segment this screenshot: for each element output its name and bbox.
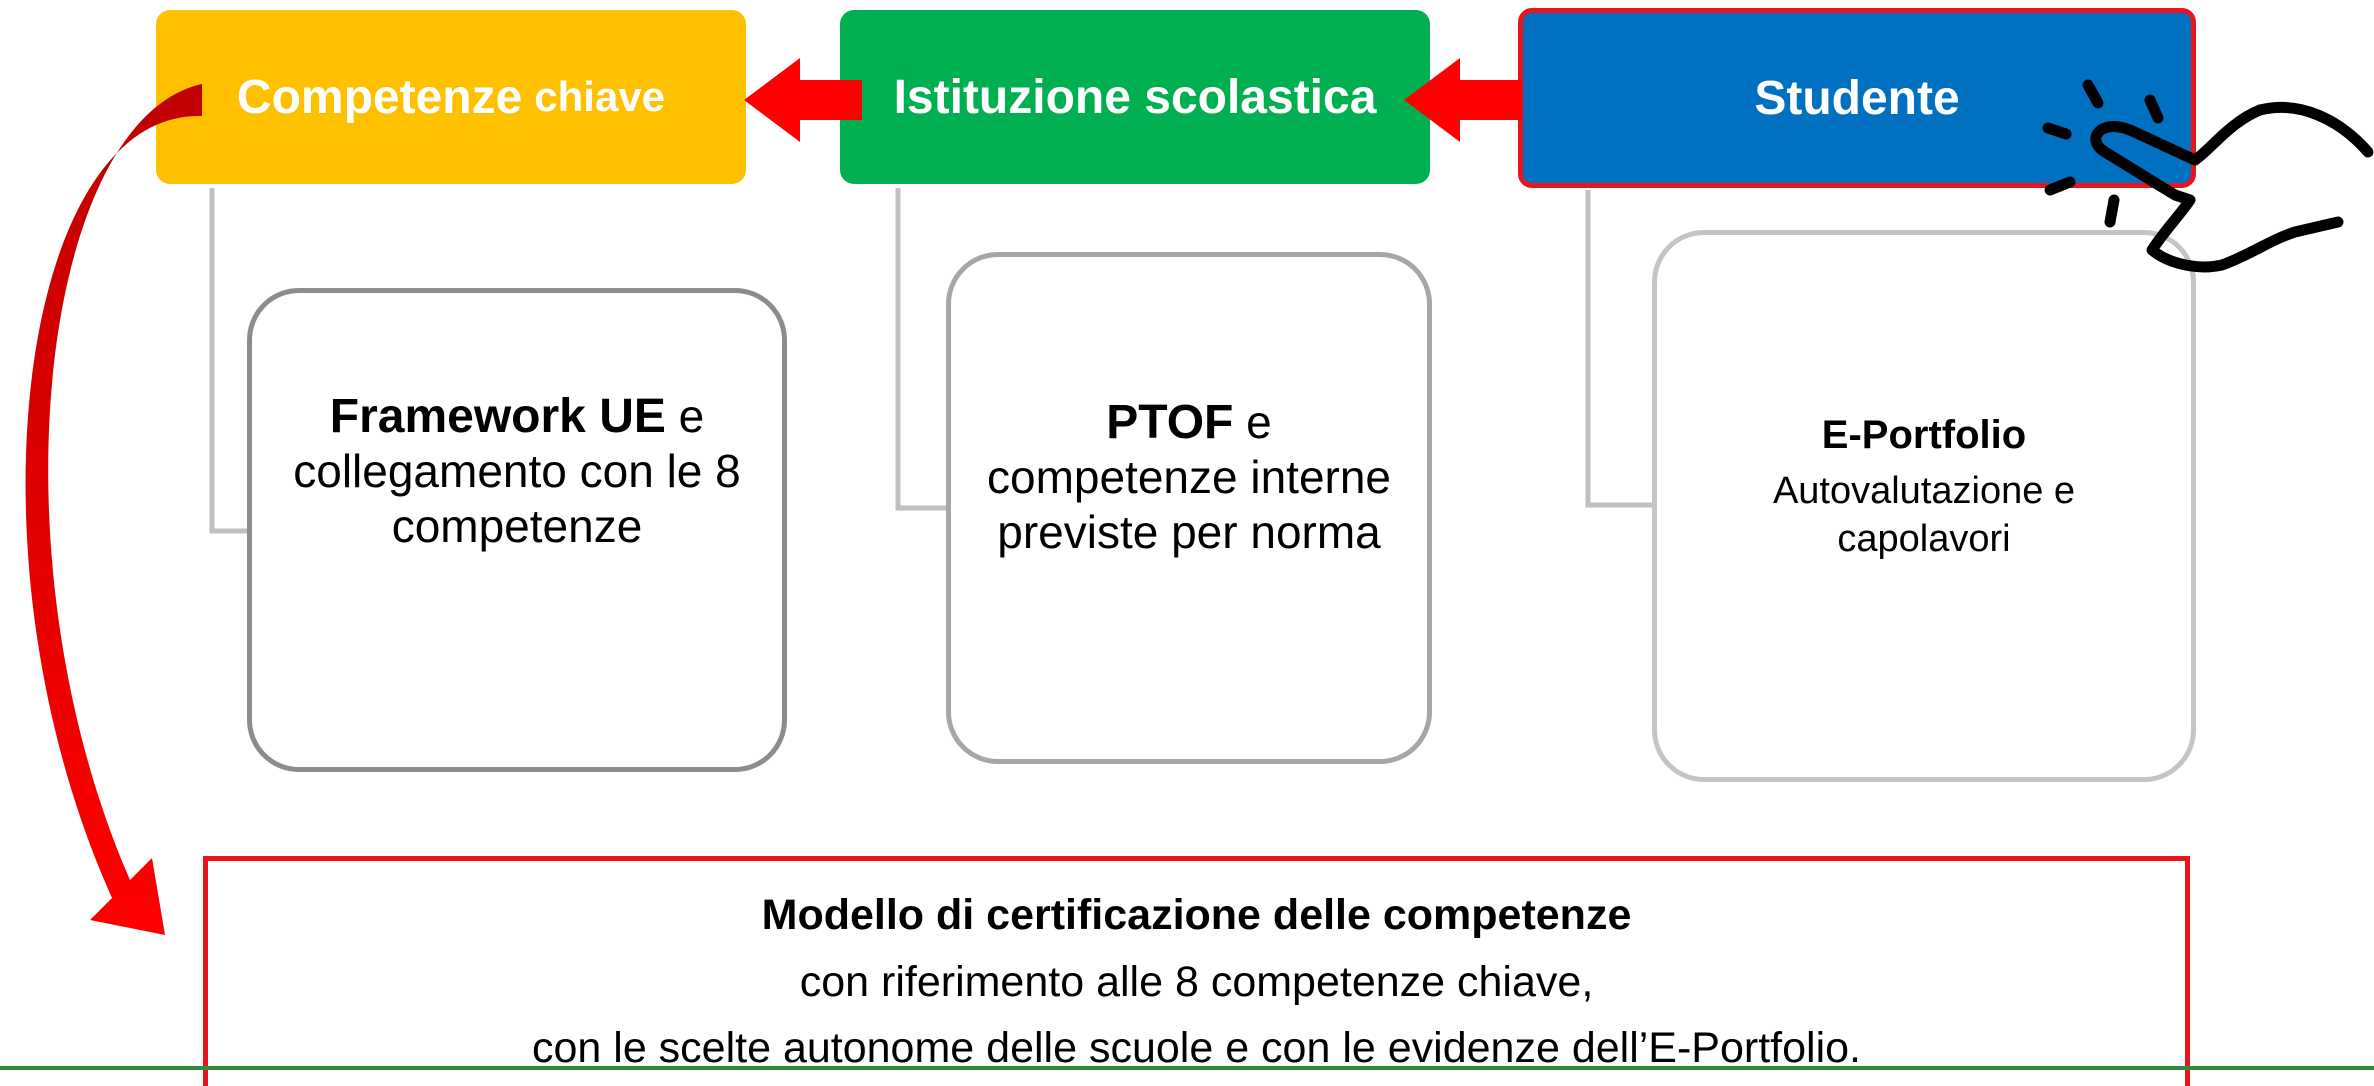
card-framework-ue: Framework UE e collegamento con le 8 com… — [247, 288, 787, 772]
header-competenze-main: Competenze — [236, 70, 523, 124]
card-eportfolio-text: Autovalutazione e capolavori — [1772, 470, 2076, 560]
connector-studente — [1585, 190, 1652, 508]
footer-divider — [0, 1066, 2374, 1070]
connector-competenze — [209, 188, 247, 534]
certification-line-1: con riferimento alle 8 competenze chiave… — [799, 958, 1594, 1006]
header-studente-label: Studente — [1754, 71, 1960, 125]
arrow-left-icon — [1404, 58, 1522, 142]
card-e-portfolio: E-Portfolio Autovalutazione e capolavori — [1652, 230, 2196, 782]
certification-title: Modello di certificazione delle competen… — [761, 891, 1632, 939]
certification-line-2: con le scelte autonome delle scuole e co… — [531, 1024, 1861, 1072]
card-framework-bold: Framework UE — [329, 390, 666, 443]
header-competenze-small: chiave — [534, 73, 666, 120]
card-ptof-suffix: e — [1233, 396, 1272, 448]
card-eportfolio-title: E-Portfolio — [1821, 413, 2027, 457]
card-framework-suffix: e — [665, 390, 705, 442]
header-studente[interactable]: Studente — [1518, 8, 2196, 188]
arrow-left-icon — [744, 58, 862, 142]
header-istituzione-label: Istituzione scolastica — [893, 70, 1377, 124]
card-ptof-bold: PTOF — [1106, 396, 1234, 449]
curved-arrow-icon — [25, 84, 203, 935]
header-istituzione-scolastica: Istituzione scolastica — [840, 10, 1430, 184]
card-framework-text: collegamento con le 8 competenze — [293, 445, 741, 552]
card-ptof-text: competenze interne previste per norma — [986, 451, 1392, 558]
tap-hand-icon — [2042, 79, 2374, 273]
connector-istituzione — [895, 188, 946, 511]
card-ptof: PTOF e competenze interne previste per n… — [946, 252, 1432, 764]
certification-model-box: Modello di certificazione delle competen… — [203, 856, 2190, 1086]
